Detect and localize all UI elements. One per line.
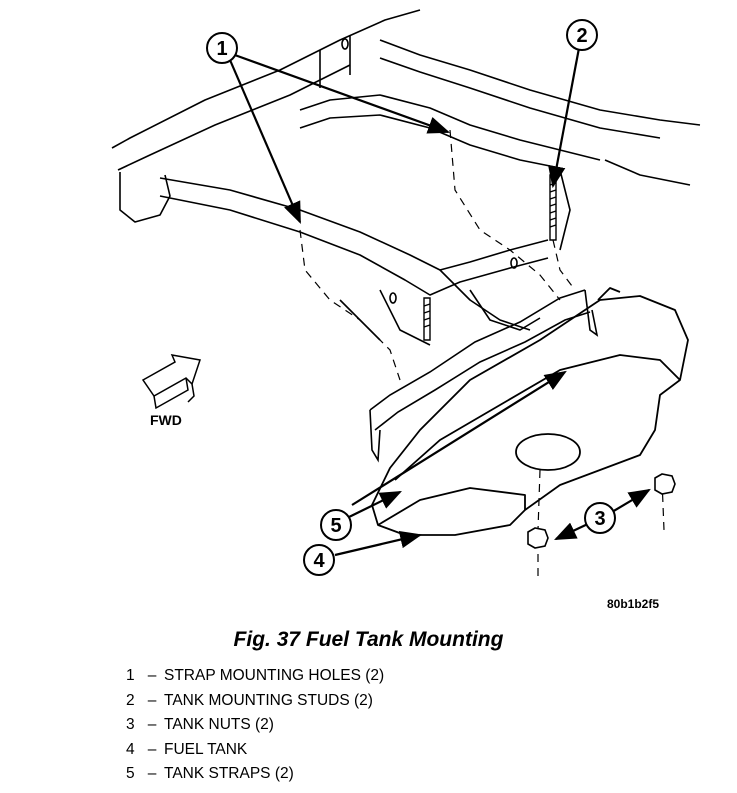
tank-straps xyxy=(369,289,599,463)
legend-text: TANK MOUNTING STUDS (2) xyxy=(164,691,373,709)
legend-text: TANK STRAPS (2) xyxy=(164,765,294,782)
fuel-tank-shape xyxy=(371,287,689,536)
legend-dash: – xyxy=(147,740,157,758)
figure-caption: Fig. 37 Fuel Tank Mounting xyxy=(233,628,504,651)
legend-number: 4 xyxy=(126,740,135,758)
legend-number: 3 xyxy=(126,716,135,733)
legend-item: 5–TANK STRAPS (2) xyxy=(126,762,384,787)
legend-number: 5 xyxy=(126,765,135,782)
callout-2-label: 2 xyxy=(576,25,587,47)
fwd-arrow xyxy=(141,354,201,410)
legend-item: 3–TANK NUTS (2) xyxy=(126,713,384,738)
callout-5-label: 5 xyxy=(330,515,341,537)
legend-item: 1–STRAP MOUNTING HOLES (2) xyxy=(126,664,384,689)
callout-2: 2 xyxy=(566,19,598,51)
legend-text: TANK NUTS (2) xyxy=(164,716,274,733)
fwd-label: FWD xyxy=(150,412,182,428)
vehicle-frame xyxy=(111,9,701,346)
legend-list: 1–STRAP MOUNTING HOLES (2) 2–TANK MOUNTI… xyxy=(126,664,384,787)
illustration-svg: 1 2 3 4 5 FWD 80b1b2f5 xyxy=(111,9,701,611)
callout-4-label: 4 xyxy=(313,550,325,572)
legend-number: 2 xyxy=(126,691,135,709)
callout-3-label: 3 xyxy=(594,508,605,530)
callout-5: 5 xyxy=(320,509,352,541)
legend-dash: – xyxy=(147,691,157,709)
legend-text: FUEL TANK xyxy=(164,740,248,758)
fuel-tank-illustration: 1 2 3 4 5 FWD 80b1b2f5 xyxy=(111,9,701,611)
figure-code: 80b1b2f5 xyxy=(607,597,659,611)
legend-number: 1 xyxy=(126,667,135,684)
legend-item: 4–FUEL TANK xyxy=(126,738,384,763)
legend-dash: – xyxy=(147,765,157,782)
tank-nuts xyxy=(527,473,676,549)
mounting-studs xyxy=(423,174,557,341)
callout-1: 1 xyxy=(206,32,238,64)
legend-text: STRAP MOUNTING HOLES (2) xyxy=(164,667,385,684)
legend-dash: – xyxy=(147,667,157,684)
legend-item: 2–TANK MOUNTING STUDS (2) xyxy=(126,689,384,714)
callout-3: 3 xyxy=(584,502,616,534)
legend-dash: – xyxy=(147,716,157,733)
callout-4: 4 xyxy=(303,544,335,576)
callout-1-label: 1 xyxy=(216,38,227,60)
